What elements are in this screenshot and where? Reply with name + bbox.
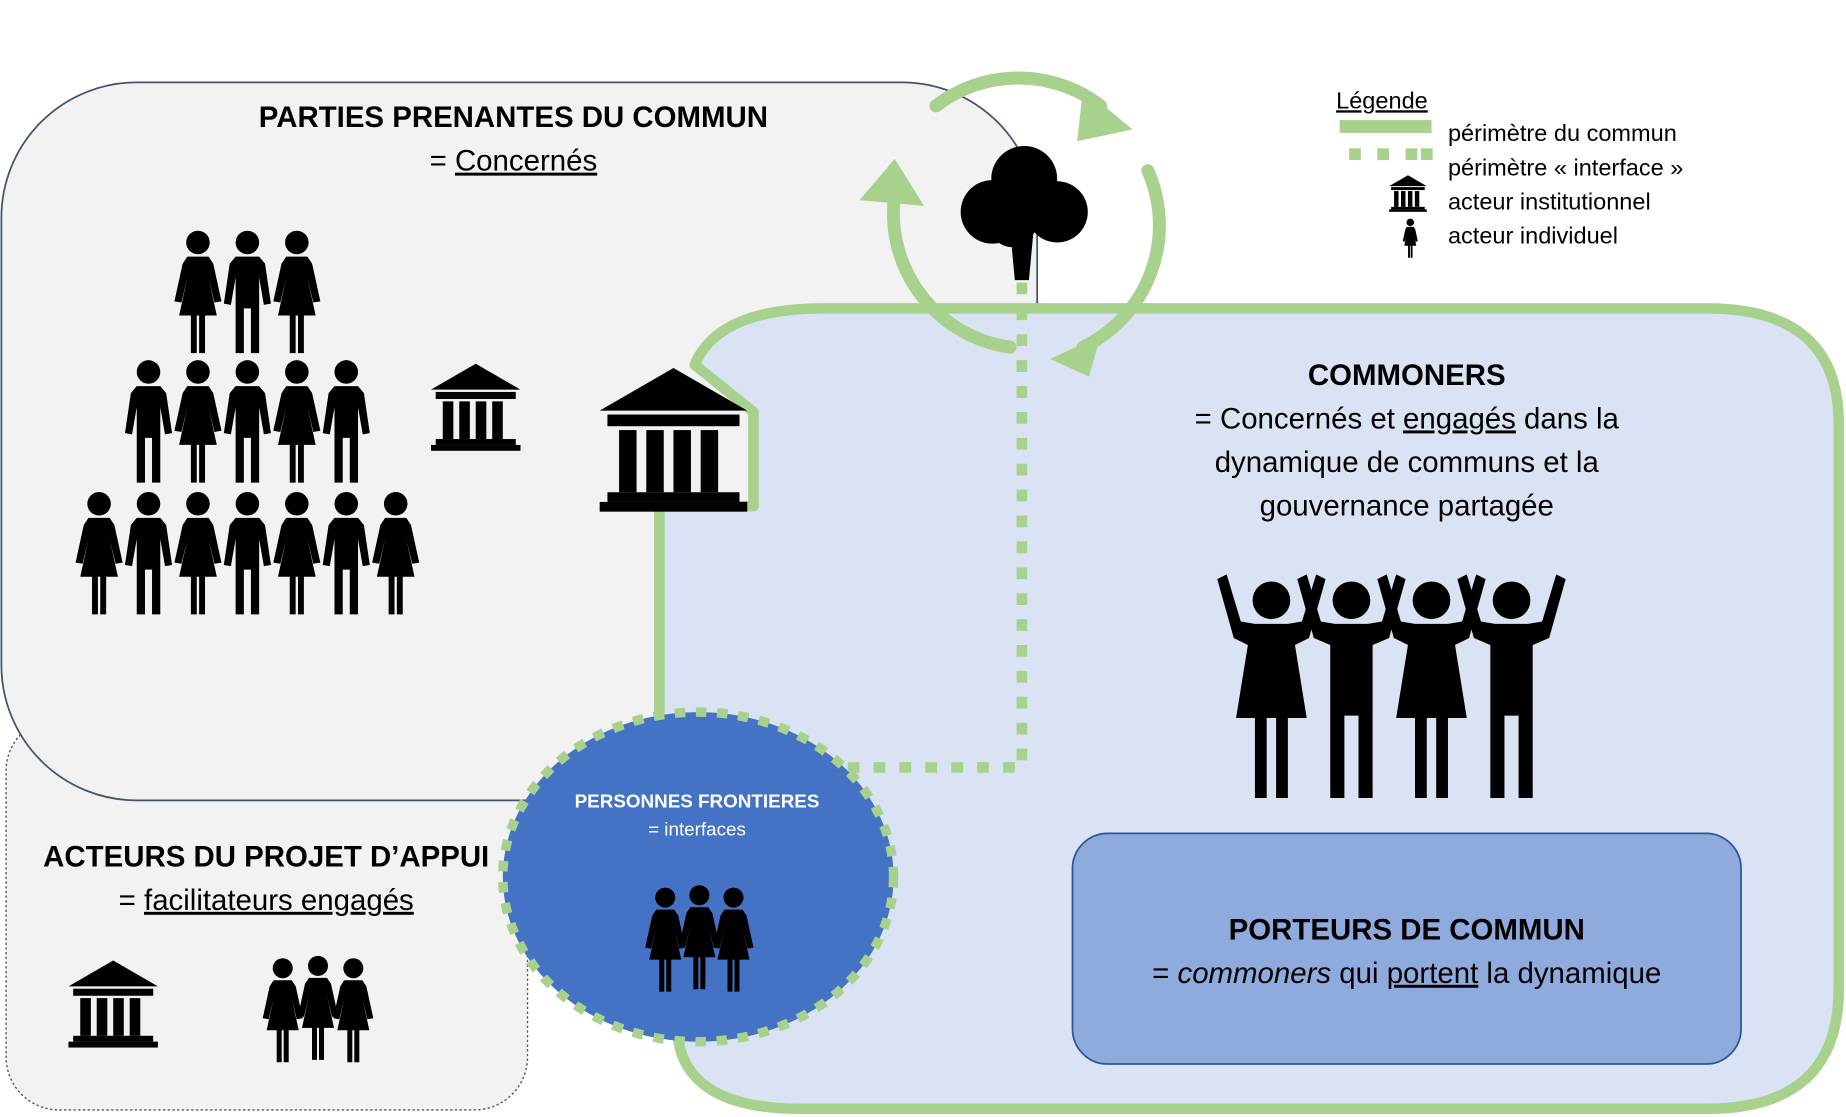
legend: Légende périmètre du commun périmètre « … [1336,87,1683,258]
cycle-arrowheads [859,88,1133,377]
commoners-line1: = Concernés et engagés dans la [1195,402,1620,435]
legend-item-label: acteur individuel [1448,223,1618,249]
person-icon [1402,218,1418,258]
legend-title: Légende [1336,87,1428,113]
cycle-arrows-icon [886,71,1166,354]
acteurs-projet-title: ACTEURS DU PROJET D’APPUI [43,840,489,873]
personnes-frontieres-circle [498,707,899,1047]
commoners-title: COMMONERS [1308,359,1506,392]
parties-prenantes-subtitle: = Concernés [430,145,598,178]
legend-item-label: périmètre « interface » [1448,154,1683,180]
tree-icon [960,145,1088,281]
porteurs-subtitle: = commoners qui portent la dynamique [1152,957,1661,990]
legend-item-label: acteur institutionnel [1448,189,1651,215]
legend-item-label: périmètre du commun [1448,120,1677,146]
institution-icon [1389,175,1427,212]
personnes-frontieres-subtitle: = interfaces [648,819,746,840]
dotted-line-icon [1349,148,1433,161]
porteurs-title: PORTEURS DE COMMUN [1229,913,1585,946]
parties-prenantes-title: PARTIES PRENANTES DU COMMUN [259,101,768,134]
interface-dotted-line [824,282,1028,773]
solid-line-icon [1339,120,1432,134]
porteurs-box [1071,832,1742,1065]
commoners-line3: gouvernance partagée [1260,490,1554,523]
acteurs-projet-subtitle: = facilitateurs engagés [119,884,414,917]
personnes-frontieres-title: PERSONNES FRONTIERES [575,790,820,811]
commoners-line2: dynamique de communs et la [1215,446,1600,479]
